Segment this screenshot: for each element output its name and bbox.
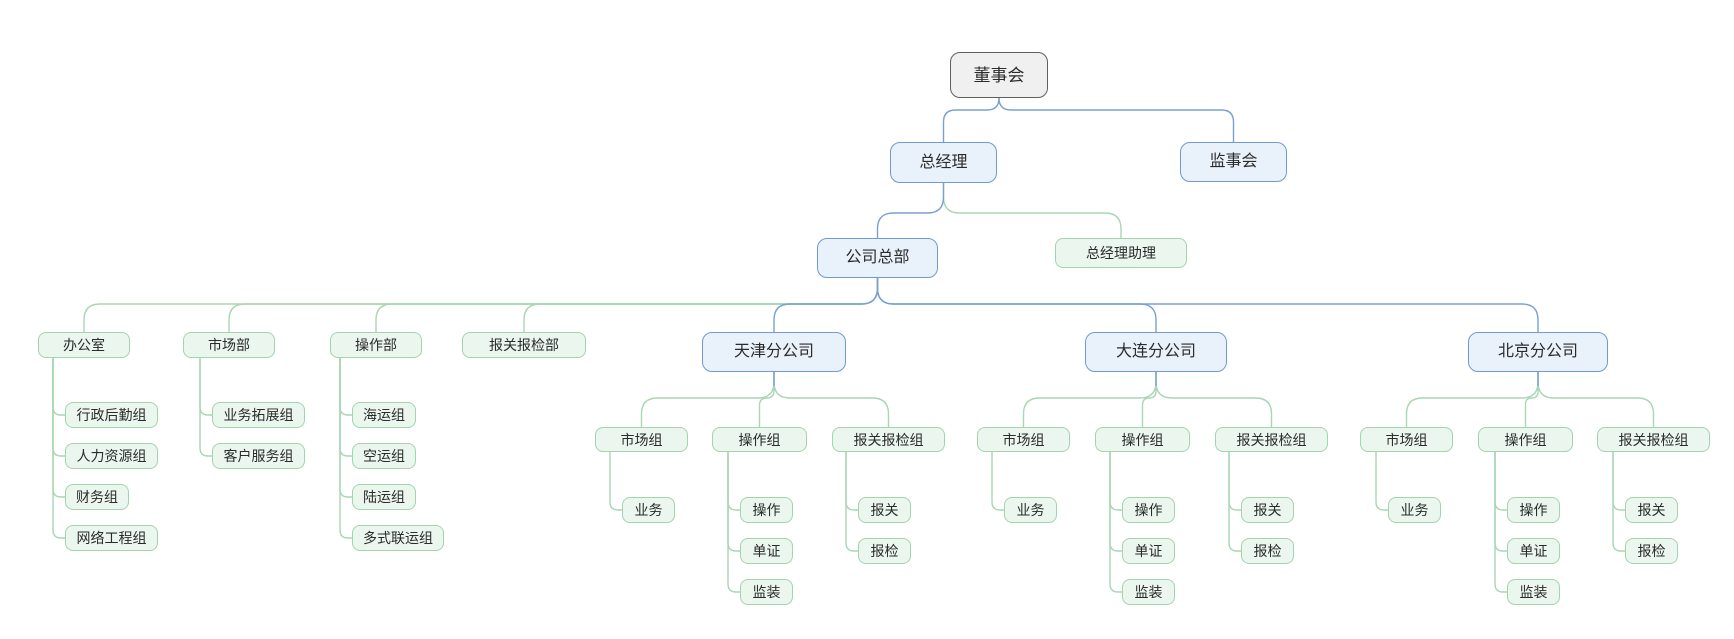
connector-blue [773,278,879,332]
node-marketing-dept[interactable]: 市场部 [183,332,275,358]
connector-green [1375,452,1388,511]
connector-green [845,452,858,552]
node-hr-group[interactable]: 人力资源组 [65,443,158,469]
node-customs-dept[interactable]: 报关报检部 [462,332,586,358]
connector-green [1494,452,1507,593]
node-beijing-customs-declaration[interactable]: 报关 [1625,497,1678,523]
connector-green [52,358,65,416]
node-beijing-operation[interactable]: 操作 [1507,497,1560,523]
node-beijing-branch[interactable]: 北京分公司 [1468,332,1608,372]
node-dalian-marketing-group[interactable]: 市场组 [977,427,1070,452]
connector-green [991,452,1004,511]
node-admin-logistics-group[interactable]: 行政后勤组 [65,402,158,428]
connector-green [1022,372,1157,427]
connector-green [52,358,65,539]
connector-green [1494,452,1507,511]
connector-green [1109,452,1122,593]
connector-blue [998,97,1235,142]
connector-green [339,358,352,416]
connector-green [1537,372,1655,427]
connector-green [727,452,740,511]
connector-green [1612,452,1625,511]
node-sea-freight-group[interactable]: 海运组 [352,402,416,428]
node-tianjin-business[interactable]: 业务 [622,497,675,523]
node-board[interactable]: 董事会 [950,52,1048,98]
connector-blue [876,183,945,238]
node-dalian-branch[interactable]: 大连分公司 [1085,332,1227,372]
node-office[interactable]: 办公室 [38,332,130,358]
node-multimodal-group[interactable]: 多式联运组 [352,525,444,551]
connector-green [199,358,212,416]
node-supervisory-board[interactable]: 监事会 [1180,142,1287,182]
node-beijing-marketing-group[interactable]: 市场组 [1360,427,1453,452]
node-network-eng-group[interactable]: 网络工程组 [65,525,158,551]
connector-green [1612,452,1625,552]
node-customer-service-group[interactable]: 客户服务组 [212,443,305,469]
node-beijing-business[interactable]: 业务 [1388,497,1441,523]
connector-blue [876,278,1539,332]
node-beijing-customs-group[interactable]: 报关报检组 [1597,427,1710,452]
node-dalian-operation[interactable]: 操作 [1122,497,1175,523]
connector-green [1155,372,1273,427]
node-land-freight-group[interactable]: 陆运组 [352,484,416,510]
node-beijing-operations-group[interactable]: 操作组 [1478,427,1573,452]
connector-green [339,358,352,457]
node-operations-dept[interactable]: 操作部 [330,332,422,358]
node-tianjin-operation[interactable]: 操作 [740,497,793,523]
connector-blue [942,97,1000,142]
connector-green [1494,452,1507,552]
connector-green [1228,452,1241,552]
connector-green [523,278,879,332]
node-dalian-inspection[interactable]: 报检 [1241,538,1294,564]
connector-green [773,372,890,427]
node-finance-group[interactable]: 财务组 [65,484,129,510]
node-dalian-operations-group[interactable]: 操作组 [1095,427,1190,452]
node-tianjin-operations-group[interactable]: 操作组 [712,427,807,452]
connector-green [1109,452,1122,511]
connector-green [727,452,740,552]
node-tianjin-loading-supervision[interactable]: 监装 [740,579,793,605]
connector-green [942,183,1122,238]
node-gm-assistant[interactable]: 总经理助理 [1055,238,1187,268]
node-biz-dev-group[interactable]: 业务拓展组 [212,402,305,428]
connector-green [1524,372,1539,427]
node-tianjin-marketing-group[interactable]: 市场组 [595,427,688,452]
connector-green [199,358,212,457]
node-tianjin-customs-declaration[interactable]: 报关 [858,497,911,523]
node-dalian-documentation[interactable]: 单证 [1122,538,1175,564]
connector-green [83,278,879,332]
connector-green [52,358,65,498]
connector-green [1109,452,1122,552]
connector-green [1141,372,1157,427]
node-general-manager[interactable]: 总经理 [890,142,997,183]
connector-green [1228,452,1241,511]
node-beijing-documentation[interactable]: 单证 [1507,538,1560,564]
node-dalian-customs-declaration[interactable]: 报关 [1241,497,1294,523]
connector-green [1405,372,1539,427]
node-tianjin-customs-group[interactable]: 报关报检组 [832,427,945,452]
connector-green [52,358,65,457]
connector-green [845,452,858,511]
node-tianjin-inspection[interactable]: 报检 [858,538,911,564]
node-air-freight-group[interactable]: 空运组 [352,443,416,469]
connector-green [375,278,879,332]
node-dalian-customs-group[interactable]: 报关报检组 [1215,427,1328,452]
node-dalian-business[interactable]: 业务 [1004,497,1057,523]
connector-green [727,452,740,593]
connector-green [228,278,879,332]
node-hq[interactable]: 公司总部 [817,238,938,278]
node-beijing-inspection[interactable]: 报检 [1625,538,1678,564]
node-beijing-loading-supervision[interactable]: 监装 [1507,579,1560,605]
connector-blue [876,278,1157,332]
node-tianjin-branch[interactable]: 天津分公司 [702,332,846,372]
connector-green [609,452,622,511]
connector-green [640,372,775,427]
connector-green [339,358,352,539]
connector-green [758,372,775,427]
node-tianjin-documentation[interactable]: 单证 [740,538,793,564]
node-dalian-loading-supervision[interactable]: 监装 [1122,579,1175,605]
connector-green [339,358,352,498]
